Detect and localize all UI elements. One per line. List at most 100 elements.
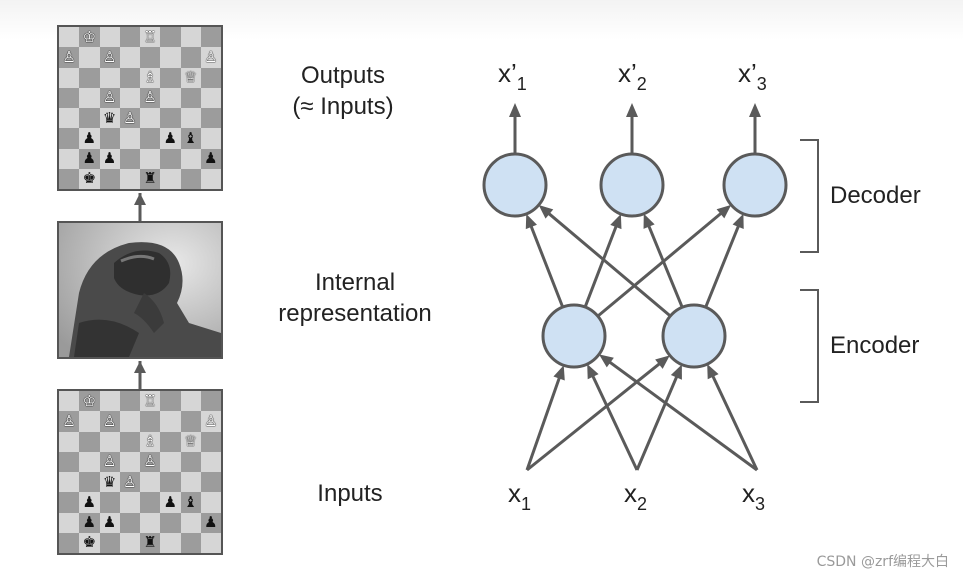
chess-square xyxy=(79,411,100,432)
edge-input-encoder-head xyxy=(587,364,599,380)
chess-square: ♛ xyxy=(99,108,120,129)
edge-encoder-decoder xyxy=(596,210,725,318)
chess-square xyxy=(79,87,100,108)
chess-square xyxy=(59,148,80,169)
chess-square xyxy=(140,128,161,149)
inputs-label: Inputs xyxy=(317,480,383,507)
chess-square: ♙ xyxy=(99,411,120,432)
edge-encoder-decoder xyxy=(704,222,742,308)
chess-square xyxy=(59,431,80,452)
chess-square xyxy=(160,472,181,493)
input-label-1-base: x xyxy=(508,478,521,508)
chess-piece-icon: ♜ xyxy=(143,169,157,188)
chess-square xyxy=(140,47,161,68)
chess-piece-icon: ♟ xyxy=(82,492,97,511)
chess-square xyxy=(119,87,140,108)
chess-square xyxy=(119,431,140,452)
output-label-3: x’3 xyxy=(738,58,767,95)
chess-piece-icon: ♟ xyxy=(82,128,97,147)
chess-square xyxy=(160,67,181,88)
edge-decoder-output-head xyxy=(626,103,638,117)
chess-piece-icon: ♗ xyxy=(143,432,157,451)
chess-square xyxy=(200,472,221,493)
encoder-label: Encoder xyxy=(830,332,920,359)
chess-piece-icon: ♙ xyxy=(143,452,157,471)
chess-square: ♙ xyxy=(140,451,161,472)
chess-square xyxy=(119,411,140,432)
chess-square xyxy=(59,108,80,129)
chess-square xyxy=(59,512,80,533)
chess-square: ♕ xyxy=(180,431,201,452)
chess-square: ♖ xyxy=(140,27,161,48)
chess-piece-icon: ♖ xyxy=(143,27,157,46)
chess-square xyxy=(59,27,80,48)
chess-square xyxy=(119,532,140,553)
chess-piece-icon: ♜ xyxy=(143,533,157,552)
chess-piece-icon: ♙ xyxy=(62,47,76,66)
chess-piece-icon: ♟ xyxy=(82,513,97,532)
chess-square xyxy=(79,472,100,493)
chess-square xyxy=(200,431,221,452)
chess-square xyxy=(99,492,120,513)
chess-square xyxy=(200,27,221,48)
output-label-2: x’2 xyxy=(618,58,647,95)
chess-square xyxy=(119,148,140,169)
chess-square xyxy=(140,148,161,169)
chess-square xyxy=(200,451,221,472)
chess-square xyxy=(180,472,201,493)
chess-piece-icon: ♟ xyxy=(82,149,97,168)
chess-square xyxy=(160,87,181,108)
chess-square: ♙ xyxy=(59,47,80,68)
encoder-bracket xyxy=(800,289,819,403)
output-label-2-base: x’ xyxy=(618,58,637,88)
input-label-3-base: x xyxy=(742,478,755,508)
output-label-2-sub: 2 xyxy=(636,74,647,94)
chess-square xyxy=(200,108,221,129)
chess-piece-icon: ♙ xyxy=(102,47,117,66)
chess-square: ♚ xyxy=(79,532,100,553)
input-label-2: x2 xyxy=(624,478,647,515)
chess-square xyxy=(180,391,201,412)
decoder-label: Decoder xyxy=(830,182,921,209)
chess-square xyxy=(140,512,161,533)
chess-square xyxy=(160,108,181,129)
chess-square: ♕ xyxy=(180,67,201,88)
chess-square xyxy=(59,451,80,472)
chess-square xyxy=(79,47,100,68)
chess-square xyxy=(59,128,80,149)
chess-square xyxy=(200,128,221,149)
chess-piece-icon: ♝ xyxy=(183,128,198,147)
chess-square xyxy=(180,512,201,533)
chess-square: ♙ xyxy=(200,47,221,68)
edge-input-encoder xyxy=(590,372,639,471)
internal-label-line2: representation xyxy=(278,300,432,328)
edge-input-encoder-head xyxy=(707,364,719,380)
decoder-node-1 xyxy=(482,152,548,218)
chess-square: ♙ xyxy=(140,87,161,108)
edge-decoder-output-head xyxy=(749,103,761,117)
decoder-node-3 xyxy=(722,152,788,218)
chess-square xyxy=(119,391,140,412)
chess-square xyxy=(59,532,80,553)
chess-square: ♙ xyxy=(99,47,120,68)
chess-square xyxy=(180,451,201,472)
edge-encoder-decoder-head xyxy=(525,213,537,230)
chess-square xyxy=(160,168,181,189)
chess-piece-icon: ♟ xyxy=(204,513,218,532)
chess-piece-icon: ♕ xyxy=(183,68,198,87)
chess-piece-icon: ♟ xyxy=(163,492,178,511)
chess-square: ♟ xyxy=(160,128,181,149)
chess-square: ♙ xyxy=(119,472,140,493)
edge-decoder-output-head xyxy=(509,103,521,117)
chess-square xyxy=(119,128,140,149)
chess-square: ♙ xyxy=(99,87,120,108)
chess-square: ♔ xyxy=(79,27,100,48)
chess-square xyxy=(59,67,80,88)
edge-input-encoder xyxy=(606,359,758,472)
internal-representation-image xyxy=(57,221,223,359)
chess-piece-icon: ♟ xyxy=(204,149,218,168)
arrowhead-photo-to-output xyxy=(134,193,146,205)
output-label-1-base: x’ xyxy=(498,58,517,88)
chess-square: ♟ xyxy=(160,492,181,513)
